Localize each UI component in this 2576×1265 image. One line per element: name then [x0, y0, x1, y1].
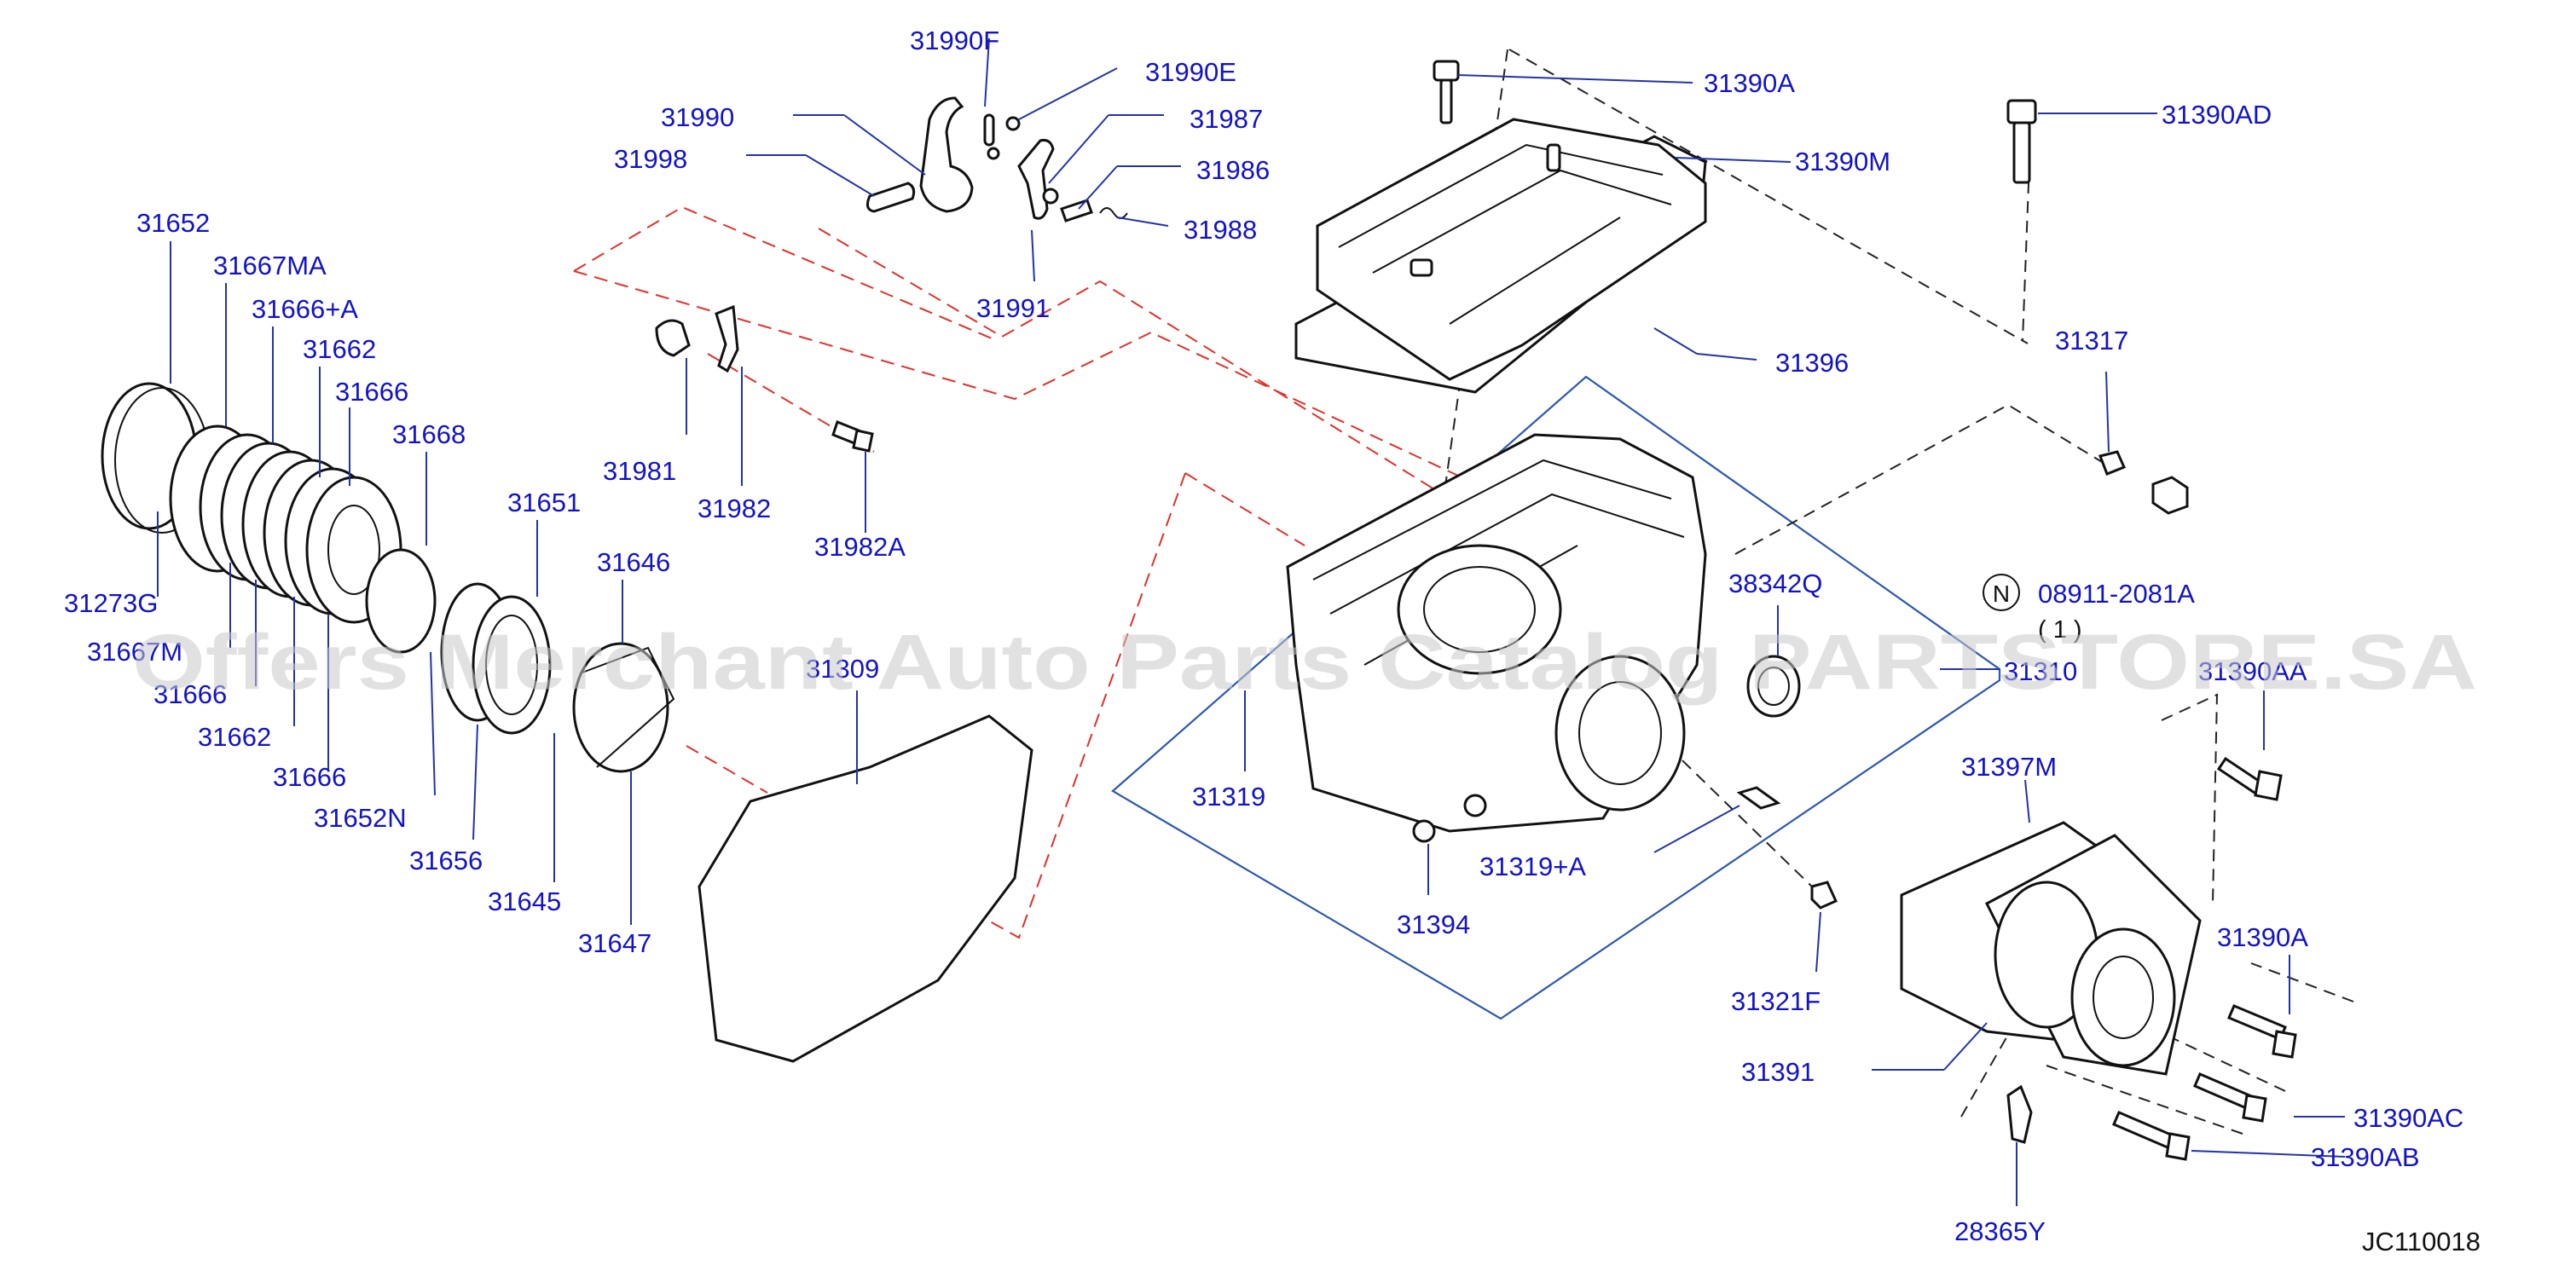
label-31990f[interactable]: 31990F	[910, 26, 999, 55]
label-31652[interactable]: 31652	[136, 208, 210, 238]
red-alignment-lines	[573, 205, 1536, 939]
label-28365y[interactable]: 28365Y	[1954, 1216, 2046, 1246]
label-31321f[interactable]: 31321F	[1731, 986, 1821, 1016]
label-31987[interactable]: 31987	[1190, 104, 1263, 134]
label-08911-qty: ( 1 )	[2038, 616, 2082, 644]
label-31390ac[interactable]: 31390AC	[2353, 1103, 2463, 1133]
transmission-case	[1286, 433, 1707, 833]
label-31396[interactable]: 31396	[1775, 348, 1849, 378]
label-31668[interactable]: 31668	[392, 419, 466, 449]
label-31646[interactable]: 31646	[597, 547, 670, 577]
label-31990e[interactable]: 31990E	[1145, 57, 1236, 87]
nut-badge-letter: N	[1993, 581, 2010, 607]
label-31666a[interactable]: 31666+A	[252, 294, 358, 324]
label-31390ad[interactable]: 31390AD	[2162, 100, 2272, 130]
label-31662-bot[interactable]: 31662	[198, 722, 271, 752]
clutch-pack	[101, 382, 675, 773]
label-31645[interactable]: 31645	[488, 887, 561, 916]
label-31667m[interactable]: 31667M	[87, 637, 182, 667]
label-31656[interactable]: 31656	[409, 846, 483, 875]
small-parts-right	[1412, 450, 2189, 910]
label-31982a[interactable]: 31982A	[814, 532, 906, 562]
label-31390a-bot[interactable]: 31390A	[2217, 922, 2308, 952]
nut-badge: N	[1983, 574, 2020, 611]
label-31319[interactable]: 31319	[1192, 782, 1265, 812]
detent-parts	[655, 304, 874, 453]
label-31390m[interactable]: 31390M	[1795, 147, 1890, 176]
bracket-28365y	[2006, 1084, 2033, 1144]
part-labels: 31990F 31990E 31990 31987 31998 31986 31…	[64, 26, 2463, 1246]
label-31397m[interactable]: 31397M	[1961, 752, 2057, 782]
diagram-code: JC110018	[2362, 1227, 2480, 1256]
label-31998[interactable]: 31998	[614, 144, 687, 174]
seal	[1746, 655, 1801, 718]
label-31981[interactable]: 31981	[603, 456, 676, 486]
label-31390a-top[interactable]: 31390A	[1704, 68, 1795, 98]
leader-lines	[157, 38, 2346, 1206]
label-31647[interactable]: 31647	[578, 928, 651, 958]
label-31319a[interactable]: 31319+A	[1479, 852, 1586, 881]
label-31667ma[interactable]: 31667MA	[213, 251, 327, 280]
label-31317[interactable]: 31317	[2055, 326, 2128, 355]
label-31391[interactable]: 31391	[1741, 1057, 1815, 1087]
label-31394[interactable]: 31394	[1397, 910, 1470, 939]
shift-linkage-parts	[865, 96, 1128, 222]
gasket-31309	[698, 714, 1033, 1063]
watermark: Offers Merchant Auto Parts Catalog PARTS…	[132, 619, 2477, 706]
label-31390aa[interactable]: 31390AA	[2198, 656, 2307, 686]
label-31273g[interactable]: 31273G	[64, 588, 158, 618]
label-31309[interactable]: 31309	[806, 654, 879, 684]
oil-pan	[1294, 118, 1707, 394]
bolts-right	[2112, 756, 2297, 1161]
label-31991[interactable]: 31991	[976, 293, 1050, 323]
label-31652n[interactable]: 31652N	[314, 803, 407, 833]
case-group-outline	[1111, 375, 2001, 1020]
label-38342q[interactable]: 38342Q	[1728, 569, 1822, 598]
label-31662-top[interactable]: 31662	[303, 334, 376, 364]
label-31986[interactable]: 31986	[1196, 155, 1270, 185]
label-31651[interactable]: 31651	[507, 488, 581, 517]
label-31990[interactable]: 31990	[661, 102, 734, 132]
bolts-top	[1433, 60, 2037, 184]
label-31666-bot[interactable]: 31666	[273, 762, 346, 792]
label-31988[interactable]: 31988	[1184, 215, 1257, 245]
label-31310[interactable]: 31310	[2004, 656, 2077, 686]
label-31666-mid[interactable]: 31666	[153, 679, 227, 709]
label-31390ab[interactable]: 31390AB	[2311, 1142, 2420, 1172]
label-08911-2081a[interactable]: 08911-2081A	[2038, 579, 2195, 609]
label-31666-top[interactable]: 31666	[335, 377, 408, 407]
label-31982[interactable]: 31982	[698, 494, 771, 523]
side-cover	[1900, 821, 2202, 1076]
